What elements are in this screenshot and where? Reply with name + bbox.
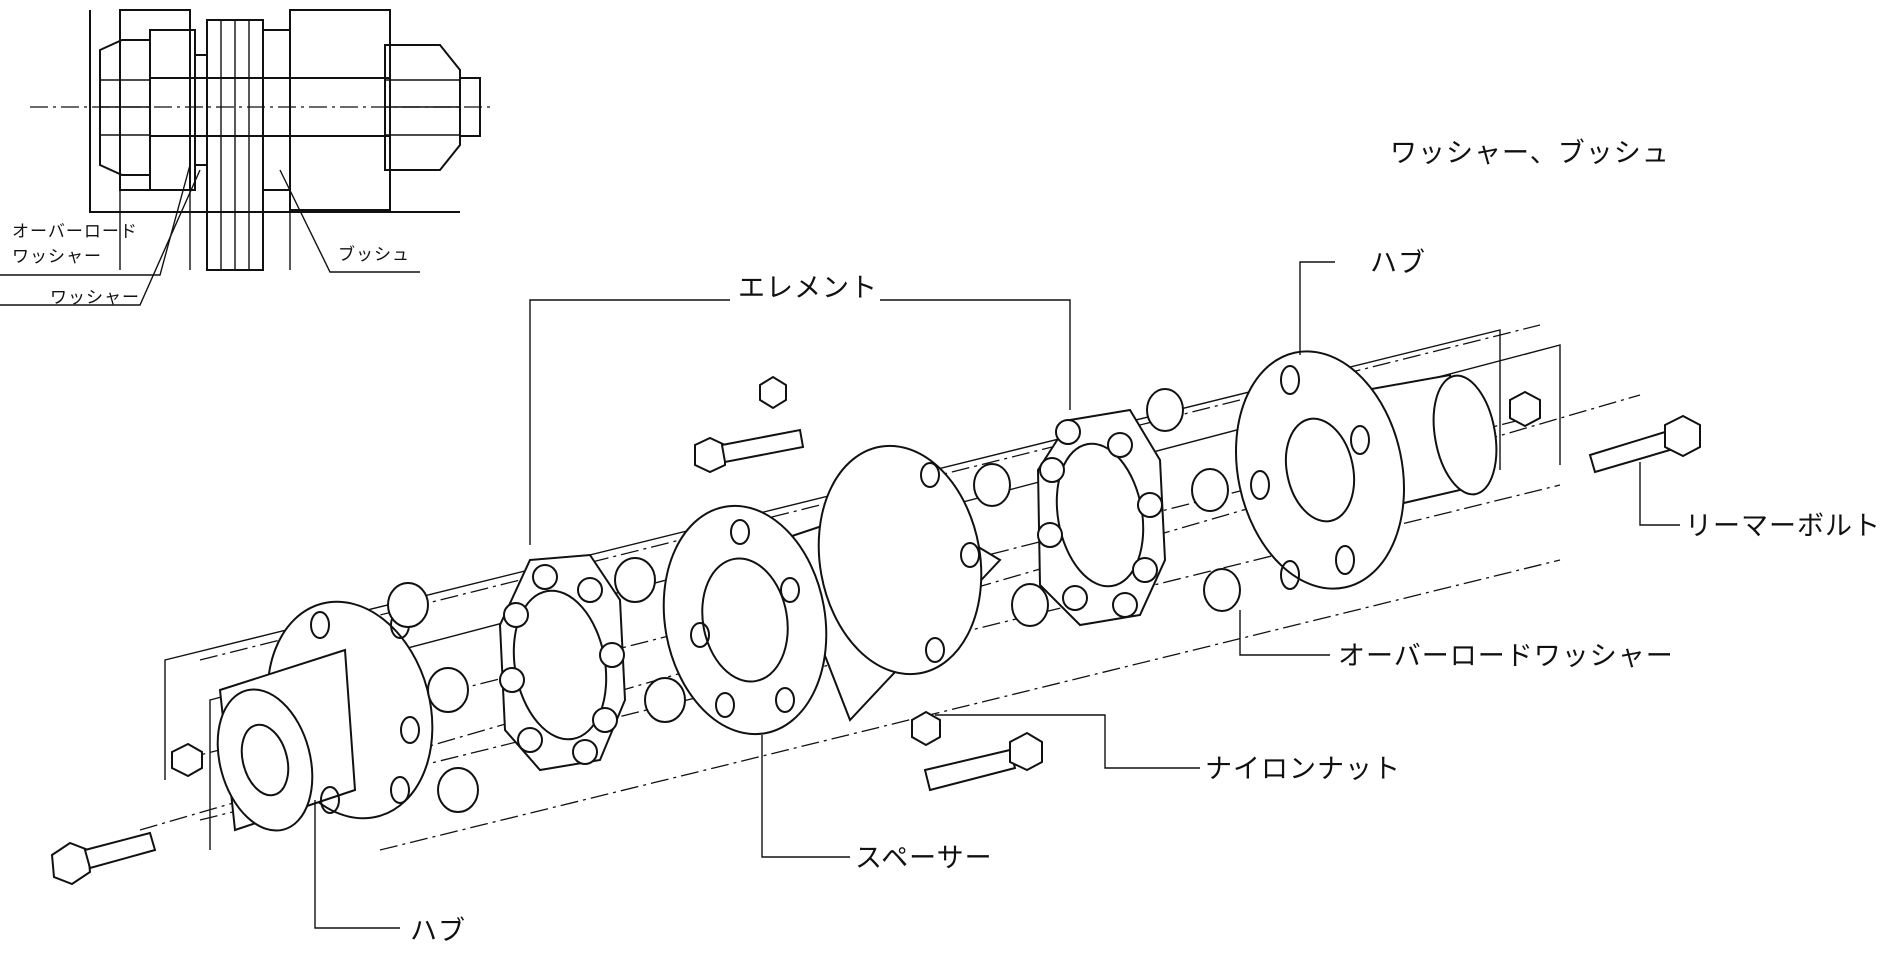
overload-washer-leader bbox=[1239, 610, 1330, 656]
left-nylon-nut bbox=[171, 742, 203, 778]
detail-label-washer: ワッシャー bbox=[50, 288, 140, 308]
top-nylon-nut bbox=[759, 375, 787, 410]
lower-nylon-nut bbox=[911, 710, 941, 747]
spacer-leader bbox=[761, 735, 850, 858]
title-washer-bush: ワッシャー、ブッシュ bbox=[1390, 138, 1670, 169]
label-element: エレメント bbox=[738, 273, 878, 304]
reamer-bolt-leader bbox=[1639, 462, 1680, 526]
left-element bbox=[498, 553, 627, 772]
spacer bbox=[662, 444, 1002, 736]
left-hub-bore bbox=[240, 723, 290, 797]
element-leader-left bbox=[529, 299, 730, 545]
detail-right-nut bbox=[384, 44, 461, 171]
element-leader-right bbox=[880, 299, 1071, 410]
detail-bush bbox=[262, 29, 291, 191]
label-hub-bottom: ハブ bbox=[410, 916, 466, 947]
right-nylon-nut bbox=[1509, 390, 1541, 428]
right-hub bbox=[1235, 350, 1498, 590]
label-spacer: スペーサー bbox=[855, 843, 993, 874]
label-reamer-bolt: リーマーボルト bbox=[1685, 511, 1881, 542]
lower-reamer-bolt bbox=[923, 731, 1043, 792]
right-reamer-bolt bbox=[1588, 414, 1701, 474]
middle-bushes bbox=[973, 388, 1241, 627]
right-hub-flange bbox=[1235, 350, 1405, 590]
left-bushes bbox=[387, 557, 686, 813]
detail-element-plates bbox=[206, 19, 264, 271]
spacer-right-flange bbox=[817, 444, 983, 676]
label-overload-washer: オーバーロードワッシャー bbox=[1338, 641, 1674, 672]
detail-hub-block bbox=[119, 9, 191, 191]
left-reamer-bolt bbox=[50, 831, 157, 886]
top-reamer-bolt bbox=[694, 428, 805, 474]
hub-bottom-leader bbox=[314, 800, 400, 929]
detail-bush-leader bbox=[279, 169, 420, 273]
detail-overload-washer bbox=[149, 29, 196, 191]
detail-label-overload-washer-1: オーバーロード bbox=[12, 222, 138, 242]
label-hub-top: ハブ bbox=[1370, 248, 1426, 279]
detail-bolt-tip bbox=[459, 77, 481, 137]
detail-label-overload-washer-2: ワッシャー bbox=[12, 247, 102, 267]
detail-overload-washer-leader bbox=[0, 164, 191, 276]
detail-washer-leader bbox=[0, 169, 201, 306]
right-element bbox=[1036, 408, 1167, 627]
nylon-nut-leader bbox=[935, 714, 1200, 769]
label-nylon-nut: ナイロンナット bbox=[1205, 754, 1401, 785]
detail-section-view bbox=[0, 9, 495, 306]
detail-label-bush: ブッシュ bbox=[338, 244, 410, 265]
left-hub bbox=[216, 600, 434, 832]
right-hub-end bbox=[1432, 374, 1498, 496]
detail-washer bbox=[194, 54, 208, 166]
spacer-left-flange bbox=[662, 504, 828, 736]
hub-top-leader bbox=[1299, 261, 1335, 355]
detail-right-block bbox=[289, 9, 391, 211]
